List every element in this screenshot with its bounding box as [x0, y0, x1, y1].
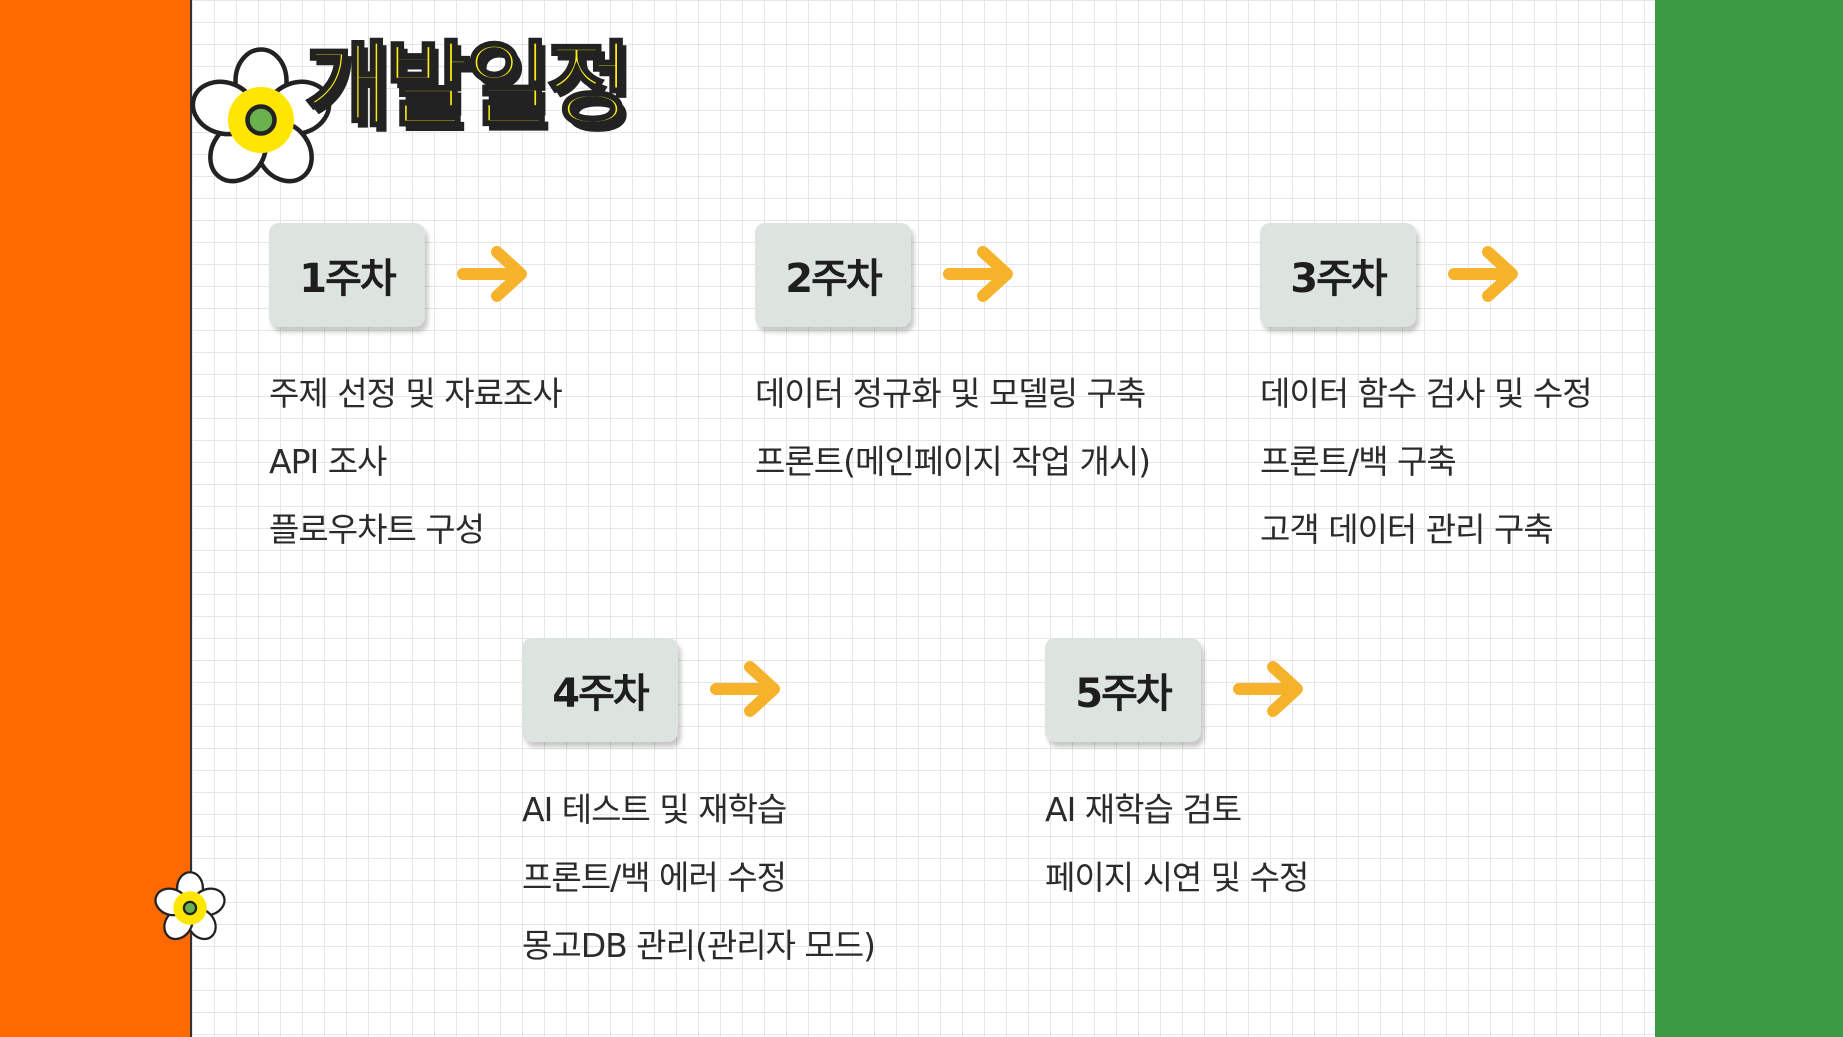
week-badge-5: 5주차: [1045, 638, 1201, 742]
week-badge-3: 3주차: [1260, 223, 1416, 327]
task-item: 프론트/백 구축: [1260, 442, 1457, 481]
week-1-tasks: 주제 선정 및 자료조사 API 조사 플로우차트 구성: [269, 360, 563, 564]
flower-icon: [190, 47, 332, 184]
page-title: 개발일정: [304, 32, 634, 139]
grid-background: [192, 0, 1655, 1037]
task-item: 프론트(메인페이지 작업 개시): [755, 442, 1151, 481]
task-item: 주제 선정 및 자료조사: [269, 374, 563, 413]
task-item: 데이터 정규화 및 모델링 구축: [755, 374, 1146, 413]
left-color-band: [0, 0, 192, 1037]
arrow-right-icon: [1448, 246, 1518, 302]
task-item: 데이터 함수 검사 및 수정: [1260, 374, 1593, 413]
task-item: API 조사: [269, 442, 387, 481]
week-3-tasks: 데이터 함수 검사 및 수정 프론트/백 구축 고객 데이터 관리 구축: [1260, 360, 1593, 564]
task-item: 몽고DB 관리(관리자 모드): [522, 926, 876, 965]
flower-icon: [154, 871, 226, 941]
task-item: 플로우차트 구성: [269, 510, 485, 549]
task-item: AI 재학습 검토: [1045, 790, 1242, 829]
task-item: 프론트/백 에러 수정: [522, 858, 787, 897]
task-item: 고객 데이터 관리 구축: [1260, 510, 1554, 549]
arrow-right-icon: [943, 246, 1013, 302]
week-2-tasks: 데이터 정규화 및 모델링 구축 프론트(메인페이지 작업 개시): [755, 360, 1151, 496]
week-badge-2: 2주차: [755, 223, 911, 327]
week-5-tasks: AI 재학습 검토 페이지 시연 및 수정: [1045, 776, 1309, 912]
task-item: 페이지 시연 및 수정: [1045, 858, 1309, 897]
arrow-right-icon: [1233, 661, 1303, 717]
arrow-right-icon: [710, 661, 780, 717]
week-badge-4: 4주차: [522, 638, 678, 742]
right-color-band: [1653, 0, 1843, 1037]
week-badge-1: 1주차: [269, 223, 425, 327]
arrow-right-icon: [457, 246, 527, 302]
week-4-tasks: AI 테스트 및 재학습 프론트/백 에러 수정 몽고DB 관리(관리자 모드): [522, 776, 876, 980]
task-item: AI 테스트 및 재학습: [522, 790, 787, 829]
